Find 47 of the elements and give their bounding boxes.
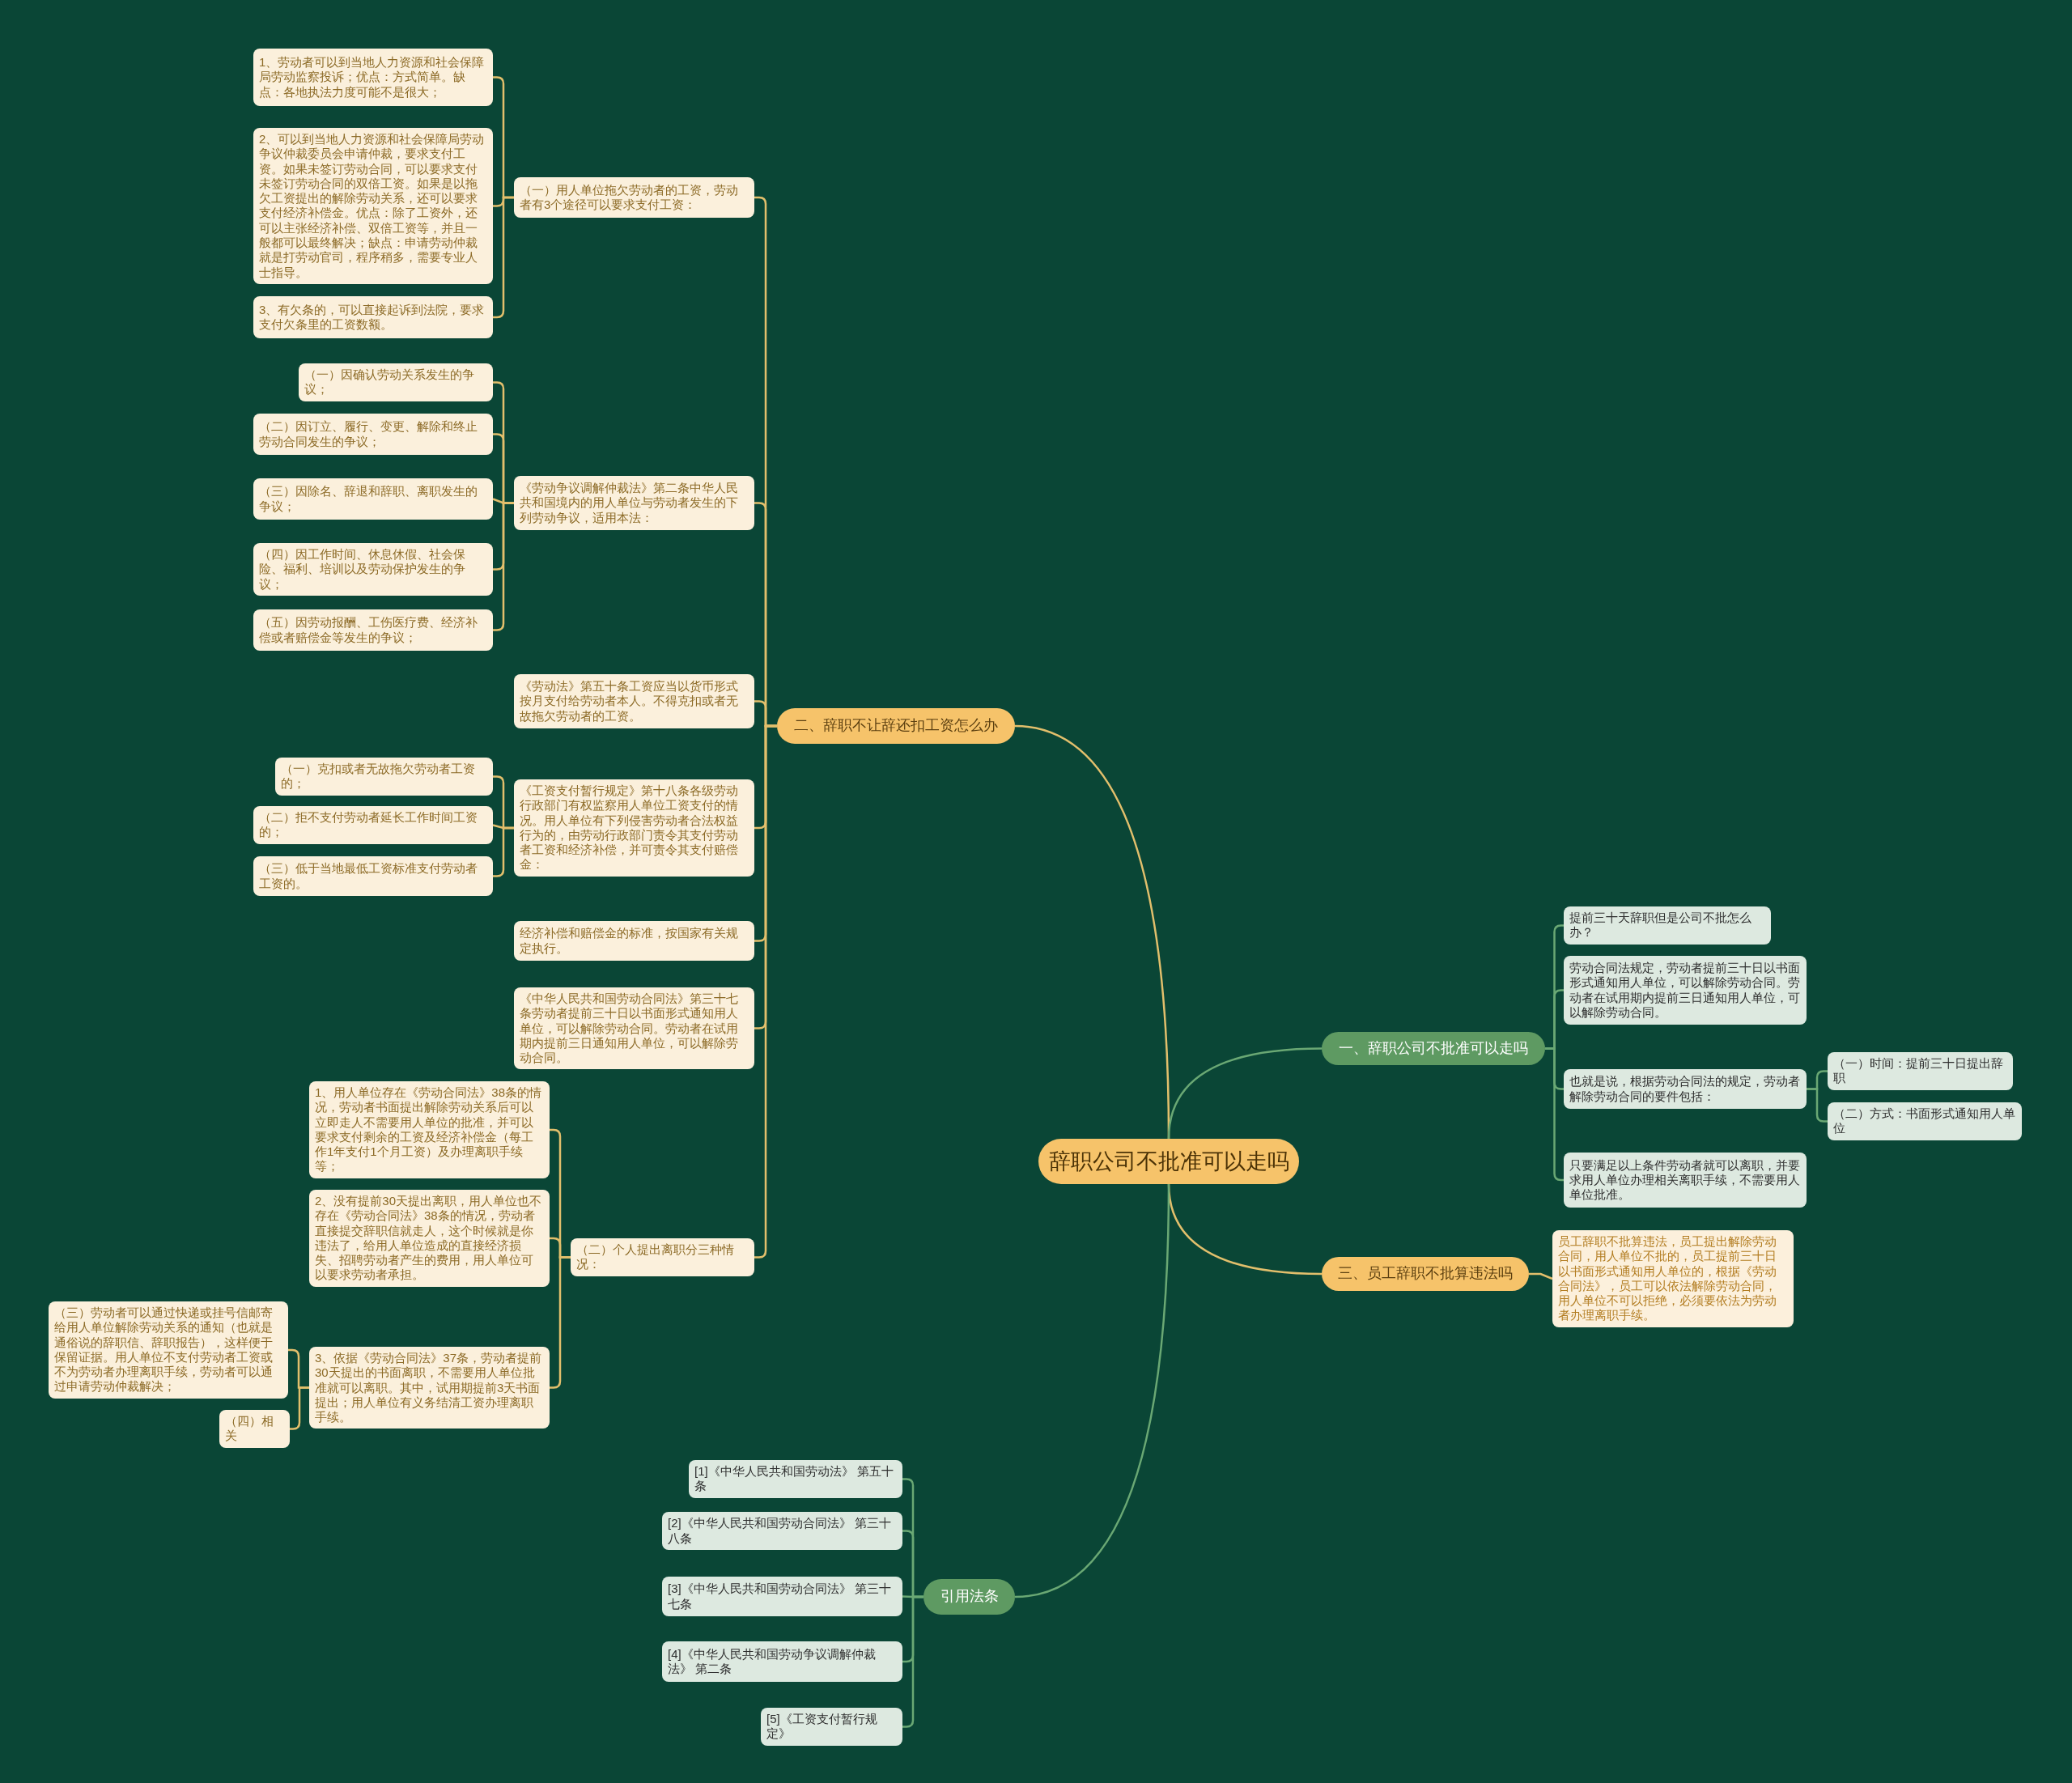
note-card: 《劳动法》第五十条工资应当以货币形式按月支付给劳动者本人。不得克扣或者无故拖欠劳动者的工资。 <box>514 674 754 728</box>
note-card: 2、可以到当地人力资源和社会保障局劳动争议仲裁委员会申请仲裁，要求支付工资。如果未签订劳动合同，可以要求支付未签订劳动合同的双倍工资。如果是以拖欠工资提出的解除劳动关系，还可以要求支付经济补偿金。优点：除了工资外，还可以主张经济补偿、双倍工资等，并且一般都可以最终解决；缺点：申请劳动仲裁就是打劳动官司，程序稍多，需要专业人士指导。 <box>253 128 493 284</box>
note-card: 《劳动争议调解仲裁法》第二条中华人民共和国境内的用人单位与劳动者发生的下列劳动争议，适用本法： <box>514 476 754 530</box>
note-card: （一）克扣或者无故拖欠劳动者工资的； <box>275 758 493 796</box>
note-card: 《工资支付暂行规定》第十八条各级劳动行政部门有权监察用人单位工资支付的情况。用人单位有下列侵害劳动者合法权益行为的，由劳动行政部门责令其支付劳动者工资和经济补偿，并可责令其支付赔偿金： <box>514 779 754 877</box>
note-card: （四）因工作时间、休息休假、社会保险、福利、培训以及劳动保护发生的争议； <box>253 543 493 596</box>
note-card: [4]《中华人民共和国劳动争议调解仲裁法》 第二条 <box>662 1641 902 1682</box>
note-card: 提前三十天辞职但是公司不批怎么办？ <box>1564 906 1771 945</box>
note-card: [2]《中华人民共和国劳动合同法》 第三十八条 <box>662 1512 902 1550</box>
note-card: （二）个人提出离职分三种情况： <box>571 1238 754 1276</box>
note-card: 3、依据《劳动合同法》37条，劳动者提前30天提出的书面离职，不需要用人单位批准就可以离职。其中，试用期提前3天书面提出；用人单位有义务结清工资办理离职手续。 <box>309 1347 550 1429</box>
connector-line <box>290 1386 309 1430</box>
note-card: （五）因劳动报酬、工伤医疗费、经济补偿或者赔偿金等发生的争议； <box>253 609 493 651</box>
note-card: 经济补偿和赔偿金的标准，按国家有关规定执行。 <box>514 921 754 961</box>
note-card: 1、用人单位存在《劳动合同法》38条的情况，劳动者书面提出解除劳动关系后可以立即走人不需要用人单位的批准，并可以要求支付剩余的工资及经济补偿金（每工作1年支付1个月工资）及办理离职手续等； <box>309 1081 550 1178</box>
note-card: 2、没有提前30天提出离职，用人单位也不存在《劳动合同法》38条的情况，劳动者直接提交辞职信就走人，这个时候就是你违法了，给用人单位造成的直接经济损失、招聘劳动者产生的费用，用人单位可以要求劳动者承担。 <box>309 1190 550 1287</box>
central-topic: 辞职公司不批准可以走吗 <box>1038 1139 1299 1184</box>
branch-topic: 三、员工辞职不批算违法吗 <box>1322 1257 1529 1291</box>
note-card: [5]《工资支付暂行规定》 <box>761 1708 902 1746</box>
note-card: 劳动合同法规定，劳动者提前三十日以书面形式通知用人单位，可以解除劳动合同。劳动者在试用期内提前三日通知用人单位，可以解除劳动合同。 <box>1564 956 1807 1025</box>
branch-topic: 引用法条 <box>923 1579 1015 1615</box>
note-card: 只要满足以上条件劳动者就可以离职，并要求用人单位办理相关离职手续，不需要用人单位批准。 <box>1564 1153 1807 1208</box>
connector-line <box>1545 1047 1564 1182</box>
note-card: [3]《中华人民共和国劳动合同法》 第三十七条 <box>662 1577 902 1616</box>
note-card: 1、劳动者可以到当地人力资源和社会保障局劳动监察投诉；优点：方式简单。缺点：各地执法力度可能不是很大； <box>253 49 493 106</box>
note-card: 也就是说，根据劳动合同法的规定，劳动者解除劳动合同的要件包括： <box>1564 1069 1807 1109</box>
connector-line <box>1167 1047 1323 1140</box>
note-card: （二）因订立、履行、变更、解除和终止劳动合同发生的争议； <box>253 414 493 455</box>
note-card: （三）因除名、辞退和辞职、离职发生的争议； <box>253 478 493 520</box>
note-card: （三）劳动者可以通过快递或挂号信邮寄给用人单位解除劳动关系的通知（也就是通俗说的辞职信、辞职报告），这样便于保留证据。用人单位不支付劳动者工资或不为劳动者办理离职手续，劳动者可以通过申请劳动仲裁解决； <box>49 1301 288 1399</box>
connector-line <box>1529 1272 1553 1280</box>
note-card: 《中华人民共和国劳动合同法》第三十七条劳动者提前三十日以书面形式通知用人单位，可以解除劳动合同。劳动者在试用期内提前三日通知用人单位，可以解除劳动合同。 <box>514 987 754 1070</box>
connector-line <box>1014 1183 1170 1598</box>
note-card: （一）时间：提前三十日提出辞职 <box>1828 1052 2013 1090</box>
note-card: （一）用人单位拖欠劳动者的工资，劳动者有3个途径可以要求支付工资： <box>514 177 754 218</box>
connector-line <box>902 1595 923 1728</box>
note-card: （一）因确认劳动关系发生的争议； <box>299 363 493 401</box>
note-card: （三）低于当地最低工资标准支付劳动者工资的。 <box>253 856 493 896</box>
branch-topic: 二、辞职不让辞还扣工资怎么办 <box>777 708 1015 744</box>
note-card: （二）方式：书面形式通知用人单位 <box>1828 1102 2022 1140</box>
branch-topic: 一、辞职公司不批准可以走吗 <box>1322 1032 1545 1065</box>
connector-line <box>1807 1088 1828 1123</box>
note-card: （四）相关 <box>219 1410 290 1448</box>
note-card: 3、有欠条的，可以直接起诉到法院，要求支付欠条里的工资数额。 <box>253 296 493 338</box>
note-card: （二）拒不支付劳动者延长工作时间工资的； <box>253 806 493 844</box>
note-card: [1]《中华人民共和国劳动法》 第五十条 <box>689 1460 902 1498</box>
note-card: 员工辞职不批算违法，员工提出解除劳动合同，用人单位不批的，员工提前三十日以书面形式通知用人单位的，根据《劳动合同法》，员工可以依法解除劳动合同，用人单位不可以拒绝，必须要依法为劳动者办理离职手续。 <box>1552 1230 1794 1327</box>
